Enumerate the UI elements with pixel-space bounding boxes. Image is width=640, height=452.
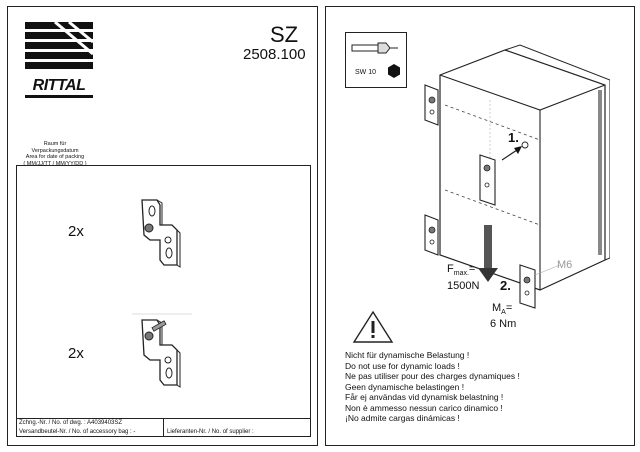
tool-size-label: SW 10 [355,69,377,76]
torque-value: 6 Nm [490,318,517,330]
max-force-value: 1500N [447,280,480,292]
warning-line-nl: Geen dynamische belastingen ! [345,381,465,392]
item-qty-2: 2x [68,345,84,362]
max-force-equals: = [468,263,476,275]
hex-nut-icon [388,64,400,78]
step-1-label: 1. [508,130,519,145]
footer-divider [163,418,164,437]
warning-line-sv: Får ej användas vid dynamisk belastning … [345,392,504,402]
max-force-symbol: F [447,263,454,275]
screw-size-label: M6 [557,259,573,271]
part-number: 2508.100 [243,46,306,63]
wrench-icon [351,42,398,54]
packing-line-2: Area for date of packing [25,154,85,160]
enclosure-illustration [424,44,610,309]
bracket-illustration-1 [141,199,181,268]
warning-icon [352,310,394,343]
max-force-label: Fmax.= [447,263,475,277]
packing-line-1: Raum für Verpackungsdatum [31,141,79,154]
torque-equals: = [505,302,513,314]
warning-line-es: ¡No admite cargas dinámicas ! [345,413,460,423]
brand-name: RITTAL [32,77,86,94]
model-title: SZ [270,22,299,47]
packing-line-3: ( MM/JJ/TT / MM/YY/DD ) [23,160,87,167]
warning-line-en: Do not use for dynamic loads ! [345,360,460,371]
step-2-label: 2. [500,278,511,293]
drawing-number: Zchng.-Nr. / No. of dwg. : A4039403SZ [19,420,123,426]
rittal-logo-graphic [25,20,94,69]
torque-label: MA= [492,302,512,316]
right-page-frame [325,6,635,446]
warning-line-it: Non è ammesso nessun carico dinamico ! [345,402,503,413]
warning-line-de: Nicht für dynamische Belastung ! [345,350,470,360]
item-qty-1: 2x [68,223,84,240]
left-page-frame [7,6,318,446]
supplier-number: Lieferanten-Nr. / No. of supplier : [167,429,254,435]
packing-date-area: Raum für Verpackungsdatum Area for date … [20,141,90,167]
rittal-logo: RITTAL [25,20,94,100]
max-force-subscript: max. [453,270,469,278]
bracket-illustration-2 [132,313,192,388]
logo-underline [25,95,93,98]
warning-text-block: Nicht für dynamische Belastung ! Do not … [345,350,520,424]
torque-subscript: A [501,309,506,317]
warning-line-fr: Ne pas utiliser pour des charges dynamiq… [345,371,520,381]
accessory-bag-number: Versandbeutel-Nr. / No. of accessory bag… [19,429,136,435]
tool-box [345,32,407,88]
torque-symbol: M [492,302,502,314]
